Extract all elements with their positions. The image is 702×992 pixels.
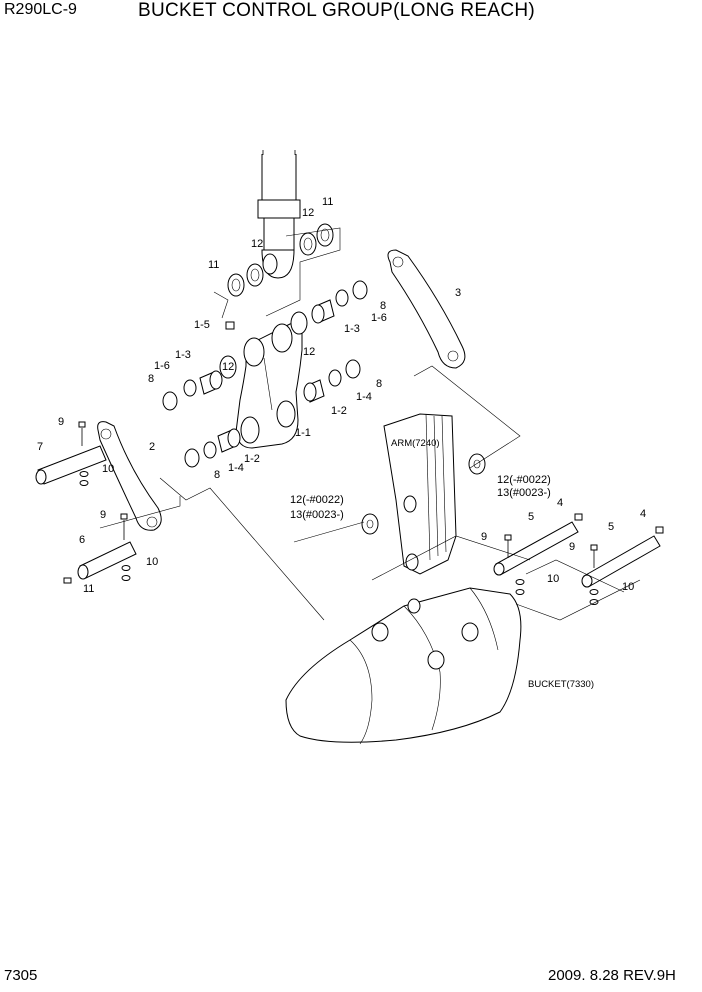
- model-code: R290LC-9: [4, 1, 77, 18]
- callout-c-1-4-b: 1-4: [228, 462, 244, 474]
- callout-c-10-b: 10: [146, 556, 158, 568]
- callout-c-1-5: 1-5: [194, 319, 210, 331]
- callout-c-11-mid: 11: [208, 259, 219, 271]
- callout-c-8-a: 8: [380, 300, 386, 312]
- left-bushings: [162, 355, 241, 468]
- callout-c-6: 6: [79, 534, 85, 546]
- arm-reference-label: ARM(7240): [391, 438, 440, 449]
- arm-outline: [383, 413, 457, 575]
- callout-c-1-2-a: 1-2: [331, 405, 347, 417]
- callout-c-12-e: 12(-#0022): [497, 474, 551, 486]
- callout-c-10-a: 10: [102, 463, 114, 475]
- callout-c-1-3-b: 1-3: [175, 349, 191, 361]
- callout-c-3: 3: [455, 287, 461, 299]
- right-bushings: [225, 280, 368, 403]
- pin-part-7: [35, 421, 107, 486]
- upper-washers: [227, 223, 334, 297]
- callout-c-11-bot: 11: [83, 583, 94, 595]
- callout-c-11-top: 11: [322, 196, 333, 208]
- callout-c-5-a: 5: [528, 511, 534, 523]
- callout-c-2: 2: [149, 441, 155, 453]
- callout-c-1-4-a: 1-4: [356, 391, 372, 403]
- callout-c-9-a: 9: [58, 416, 64, 428]
- callout-c-1-6-a: 1-6: [371, 312, 387, 324]
- callout-c-10-d: 10: [622, 581, 634, 593]
- callout-c-12-top: 12: [302, 207, 314, 219]
- arm-shims: [361, 453, 486, 535]
- cylinder-rod: [257, 150, 301, 279]
- callout-c-12-f: 12(-#0022): [290, 494, 344, 506]
- page-number: 7305: [4, 967, 38, 984]
- link-part-1-1: [235, 322, 303, 449]
- page-title: BUCKET CONTROL GROUP(LONG REACH): [138, 0, 536, 21]
- bucket-outline: [285, 587, 522, 745]
- pin-part-6: [63, 513, 137, 584]
- callout-c-10-c: 10: [547, 573, 559, 585]
- bucket-reference-label: BUCKET(7330): [528, 679, 594, 690]
- callout-c-1-2-b: 1-2: [244, 453, 260, 465]
- callout-c-4-a: 4: [557, 497, 563, 509]
- link-part-3: [387, 249, 466, 369]
- callout-c-12-mid: 12: [251, 238, 263, 250]
- leader-lines: [99, 227, 641, 621]
- callout-c-1-6-b: 1-6: [154, 360, 170, 372]
- link-part-2: [97, 421, 162, 531]
- callout-c-8-c: 8: [376, 378, 382, 390]
- callout-c-12-d: 12: [222, 361, 234, 373]
- callout-c-8-d: 8: [214, 469, 220, 481]
- callout-c-13-f: 13(#0023-): [290, 509, 344, 521]
- callout-c-5-b: 5: [608, 521, 614, 533]
- callout-c-9-d: 9: [569, 541, 575, 553]
- pins-part-5: [493, 513, 664, 605]
- callout-c-9-c: 9: [481, 531, 487, 543]
- callout-c-13-e: 13(#0023-): [497, 487, 551, 499]
- callout-c-9-b: 9: [100, 509, 106, 521]
- callout-c-4-b: 4: [640, 508, 646, 520]
- revision-date: 2009. 8.28 REV.9H: [548, 967, 676, 984]
- callout-c-7: 7: [37, 441, 43, 453]
- callout-c-1-3-a: 1-3: [344, 323, 360, 335]
- callout-c-1-1: 1-1: [295, 427, 311, 439]
- callout-c-12-c: 12: [303, 346, 315, 358]
- callout-c-8-b: 8: [148, 373, 154, 385]
